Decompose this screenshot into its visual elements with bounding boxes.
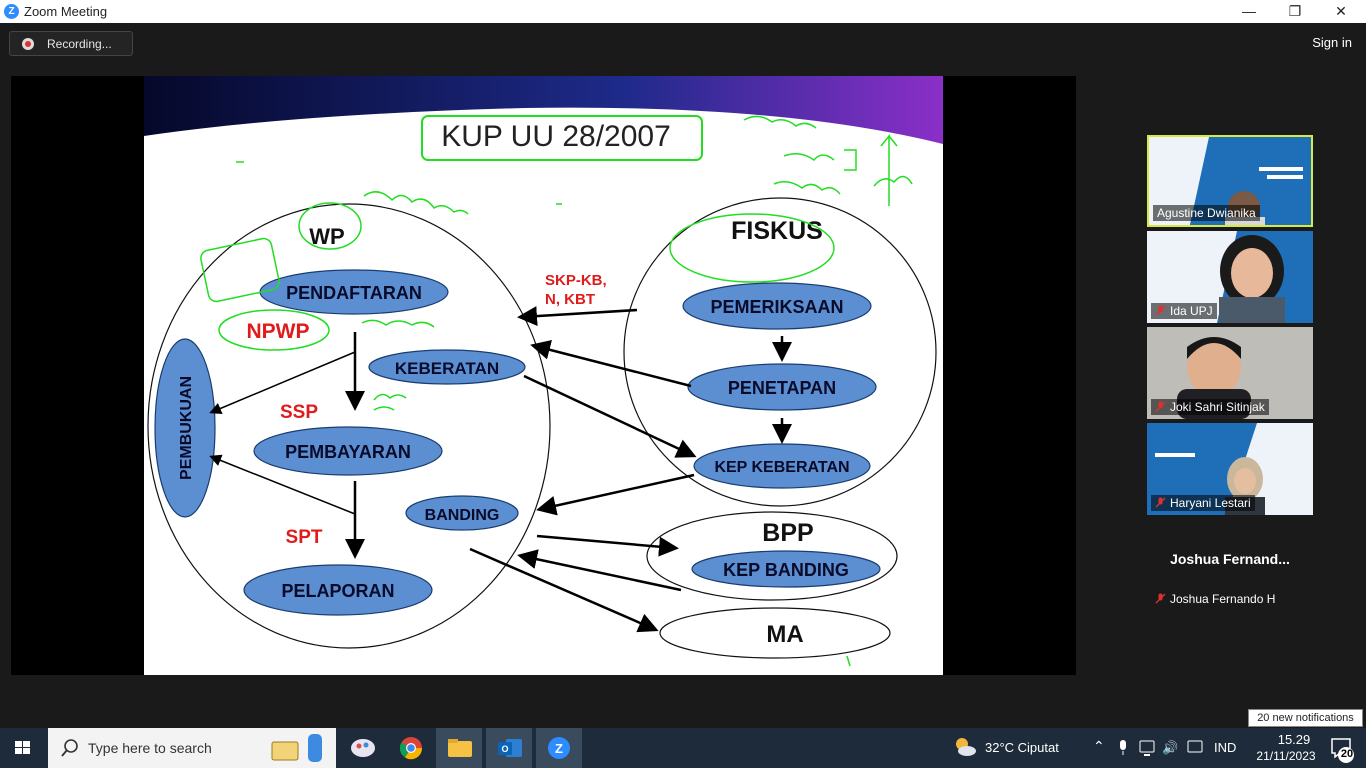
system-tray: 32°C Ciputat ⌃ 🔊 IND 15.29 21/11/2023 20 [950, 728, 1366, 768]
svg-text:O: O [501, 744, 508, 754]
sign-in-link[interactable]: Sign in [1312, 35, 1352, 50]
minimize-button[interactable]: — [1242, 3, 1256, 19]
muted-mic-icon [1155, 593, 1166, 604]
spt-label: SPT [286, 527, 323, 548]
bpp-circle [646, 511, 898, 601]
recording-label: Recording... [47, 37, 112, 51]
file-explorer-icon[interactable] [436, 728, 482, 768]
node-pelaporan: PELAPORAN [243, 564, 433, 616]
notification-center-icon[interactable] [1326, 728, 1356, 768]
clock-time[interactable]: 15.29 [1277, 732, 1311, 747]
ssp-label: SSP [280, 402, 318, 423]
flow-arrows [209, 306, 792, 633]
node-pembukuan: PEMBUKUAN [154, 338, 216, 518]
wp-circle [147, 203, 551, 649]
participant-name: Agustine Dwianika [1153, 205, 1260, 221]
ma-circle [659, 607, 891, 659]
microphone-icon[interactable] [1116, 728, 1130, 768]
participant-name: Ida UPJ [1151, 303, 1217, 319]
record-icon [22, 38, 34, 50]
node-kep-banding: KEP BANDING [691, 550, 881, 588]
fiskus-label: FISKUS [731, 217, 823, 245]
restore-button[interactable]: ❐ [1288, 3, 1302, 19]
windows-start-icon[interactable] [0, 728, 46, 768]
muted-mic-icon [1155, 497, 1166, 508]
shared-screen: KUP UU 28/2007 WP FISKUS BPP MA PENDAFTA… [11, 76, 1076, 675]
fiskus-circle [623, 197, 937, 507]
ink-title-box [421, 115, 703, 161]
participant-tile[interactable]: Ida UPJ [1147, 231, 1313, 323]
participant-name: Haryani Lestari [1151, 495, 1255, 511]
svg-text:Z: Z [555, 741, 563, 756]
taskbar-search-box[interactable]: Type here to search [48, 728, 336, 768]
paint-app-icon[interactable] [340, 728, 386, 768]
wp-label: WP [309, 224, 344, 249]
recording-indicator[interactable]: Recording... [9, 31, 133, 56]
node-banding: BANDING [405, 495, 519, 531]
node-pembayaran: PEMBAYARAN [253, 426, 443, 476]
window-titlebar: Z Zoom Meeting — ❐ ✕ [0, 0, 1366, 23]
participant-tile[interactable]: Joshua Fernand... Joshua Fernando H [1147, 519, 1313, 611]
weather-text[interactable]: 32°C Ciputat [985, 740, 1059, 755]
slide-title: KUP UU 28/2007 [441, 120, 671, 153]
svg-text:PENETAPAN: PENETAPAN [728, 378, 836, 398]
outlook-icon[interactable]: O [486, 728, 532, 768]
participant-tile[interactable]: Haryani Lestari [1147, 423, 1313, 515]
svg-text:PELAPORAN: PELAPORAN [281, 581, 394, 601]
participant-tile[interactable]: Agustine Dwianika [1147, 135, 1313, 227]
svg-text:PENDAFTARAN: PENDAFTARAN [286, 283, 422, 303]
npwp-label: NPWP [247, 320, 310, 343]
zoom-app-icon[interactable]: Z [536, 728, 582, 768]
weather-icon[interactable] [950, 728, 978, 768]
participant-big-name: Joshua Fernand... [1170, 551, 1290, 567]
windows-taskbar: Type here to search O Z 32°C Ciputat ⌃ 🔊… [0, 728, 1366, 768]
node-pemeriksaan: PEMERIKSAAN [682, 282, 872, 330]
skp-label-line2: N, KBT [545, 291, 595, 308]
meeting-topbar: Recording... Sign in [0, 23, 1366, 65]
bpp-label: BPP [762, 519, 813, 547]
window-title: Zoom Meeting [24, 4, 108, 19]
clock-date[interactable]: 21/11/2023 [1256, 749, 1316, 763]
node-keberatan: KEBERATAN [368, 349, 526, 385]
skp-label-line1: SKP-KB, [545, 272, 607, 289]
svg-text:KEP BANDING: KEP BANDING [723, 560, 849, 580]
participant-name: Joki Sahri Sitinjak [1151, 399, 1269, 415]
search-icon [61, 739, 78, 757]
node-pendaftaran: PENDAFTARAN [259, 269, 449, 315]
svg-text:KEBERATAN: KEBERATAN [395, 359, 499, 378]
notification-toast[interactable]: 20 new notifications [1248, 709, 1363, 727]
muted-mic-icon [1155, 401, 1166, 412]
search-highlight-icon [271, 734, 322, 762]
svg-text:BANDING: BANDING [425, 507, 500, 524]
close-button[interactable]: ✕ [1335, 3, 1347, 19]
participant-name: Joshua Fernando H [1151, 591, 1279, 607]
muted-mic-icon [1155, 305, 1166, 316]
ma-label: MA [766, 621, 803, 648]
language-indicator[interactable]: IND [1214, 740, 1237, 755]
network-icon[interactable] [1138, 728, 1156, 768]
zoom-logo-icon: Z [4, 4, 19, 19]
notification-count-badge: 20 [1340, 748, 1354, 760]
messages-icon[interactable] [1186, 728, 1204, 768]
presentation-slide: KUP UU 28/2007 WP FISKUS BPP MA PENDAFTA… [144, 76, 943, 675]
slide-banner [144, 76, 943, 144]
svg-text:PEMERIKSAAN: PEMERIKSAAN [710, 297, 843, 317]
svg-text:PEMBUKUAN: PEMBUKUAN [178, 376, 195, 480]
chevron-up-icon[interactable]: ⌃ [1093, 738, 1105, 754]
search-placeholder: Type here to search [88, 740, 212, 756]
chrome-icon[interactable] [388, 728, 434, 768]
svg-text:KEP KEBERATAN: KEP KEBERATAN [714, 459, 849, 476]
participant-tile[interactable]: Joki Sahri Sitinjak [1147, 327, 1313, 419]
volume-icon[interactable]: 🔊 [1162, 740, 1179, 755]
node-penetapan: PENETAPAN [687, 363, 877, 411]
svg-text:PEMBAYARAN: PEMBAYARAN [285, 442, 411, 462]
node-kep-keberatan: KEP KEBERATAN [693, 443, 871, 489]
ink-annotations [200, 115, 913, 667]
